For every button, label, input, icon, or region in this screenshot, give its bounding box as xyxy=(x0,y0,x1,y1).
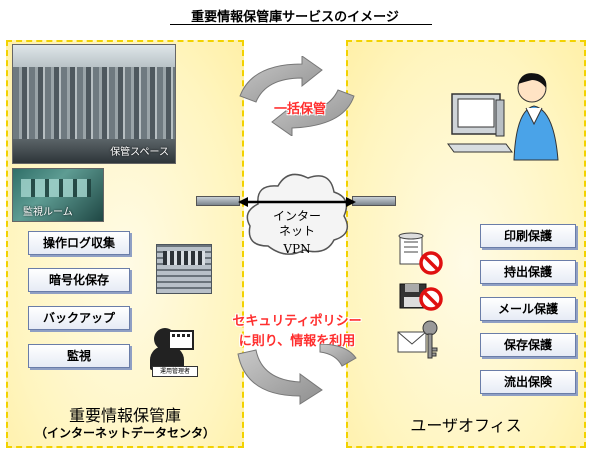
print-protection-button[interactable]: 印刷保護 xyxy=(480,224,576,248)
vpn-label: VPN xyxy=(283,242,311,256)
internet-label-1: インター xyxy=(272,209,321,223)
rotating-arrows-icon xyxy=(239,56,355,136)
user-at-pc-icon xyxy=(447,73,559,161)
document-icon xyxy=(398,232,424,265)
prohibited-icon xyxy=(419,251,443,275)
server-rack-icon xyxy=(156,244,212,294)
storage-protection-button[interactable]: 保存保護 xyxy=(480,333,576,357)
user-office-title: ユーザオフィス xyxy=(410,416,522,435)
operation-log-button[interactable]: 操作ログ収集 xyxy=(28,231,130,255)
title-underline xyxy=(170,24,432,25)
internet-label-2: ネット xyxy=(278,224,315,238)
takeout-protection-button[interactable]: 持出保護 xyxy=(480,260,576,284)
monitoring-button[interactable]: 監視 xyxy=(28,344,130,368)
router-left-icon xyxy=(196,196,240,206)
monitoring-room-label: 監視ルーム xyxy=(23,207,73,218)
data-center-title: 重要情報保管庫 xyxy=(68,406,181,425)
backup-button[interactable]: バックアップ xyxy=(28,306,130,330)
router-right-icon xyxy=(352,196,396,206)
mail-protection-button[interactable]: メール保護 xyxy=(480,297,576,321)
encryption-button[interactable]: 暗号化保存 xyxy=(28,268,130,292)
leak-insurance-button[interactable]: 流出保険 xyxy=(480,370,576,394)
prohibited-icon xyxy=(419,287,443,311)
cloud-icon xyxy=(238,173,356,255)
storage-space-label: 保管スペース xyxy=(110,147,169,158)
operator-label: 運用管理者 xyxy=(152,366,198,377)
monitoring-room-photo: 監視ルーム xyxy=(12,168,104,222)
page-title: 重要情報保管庫サービスのイメージ xyxy=(191,10,399,25)
storage-space-photo: 保管スペース xyxy=(12,44,176,164)
mail-key-icon xyxy=(397,320,438,359)
rotating-arrows-icon xyxy=(237,344,357,405)
batch-storage-label: 一括保管 xyxy=(273,102,326,117)
security-policy-label: セキュリティポリシー xyxy=(232,314,362,329)
data-center-subtitle: （インターネットデータセンタ） xyxy=(34,426,215,440)
